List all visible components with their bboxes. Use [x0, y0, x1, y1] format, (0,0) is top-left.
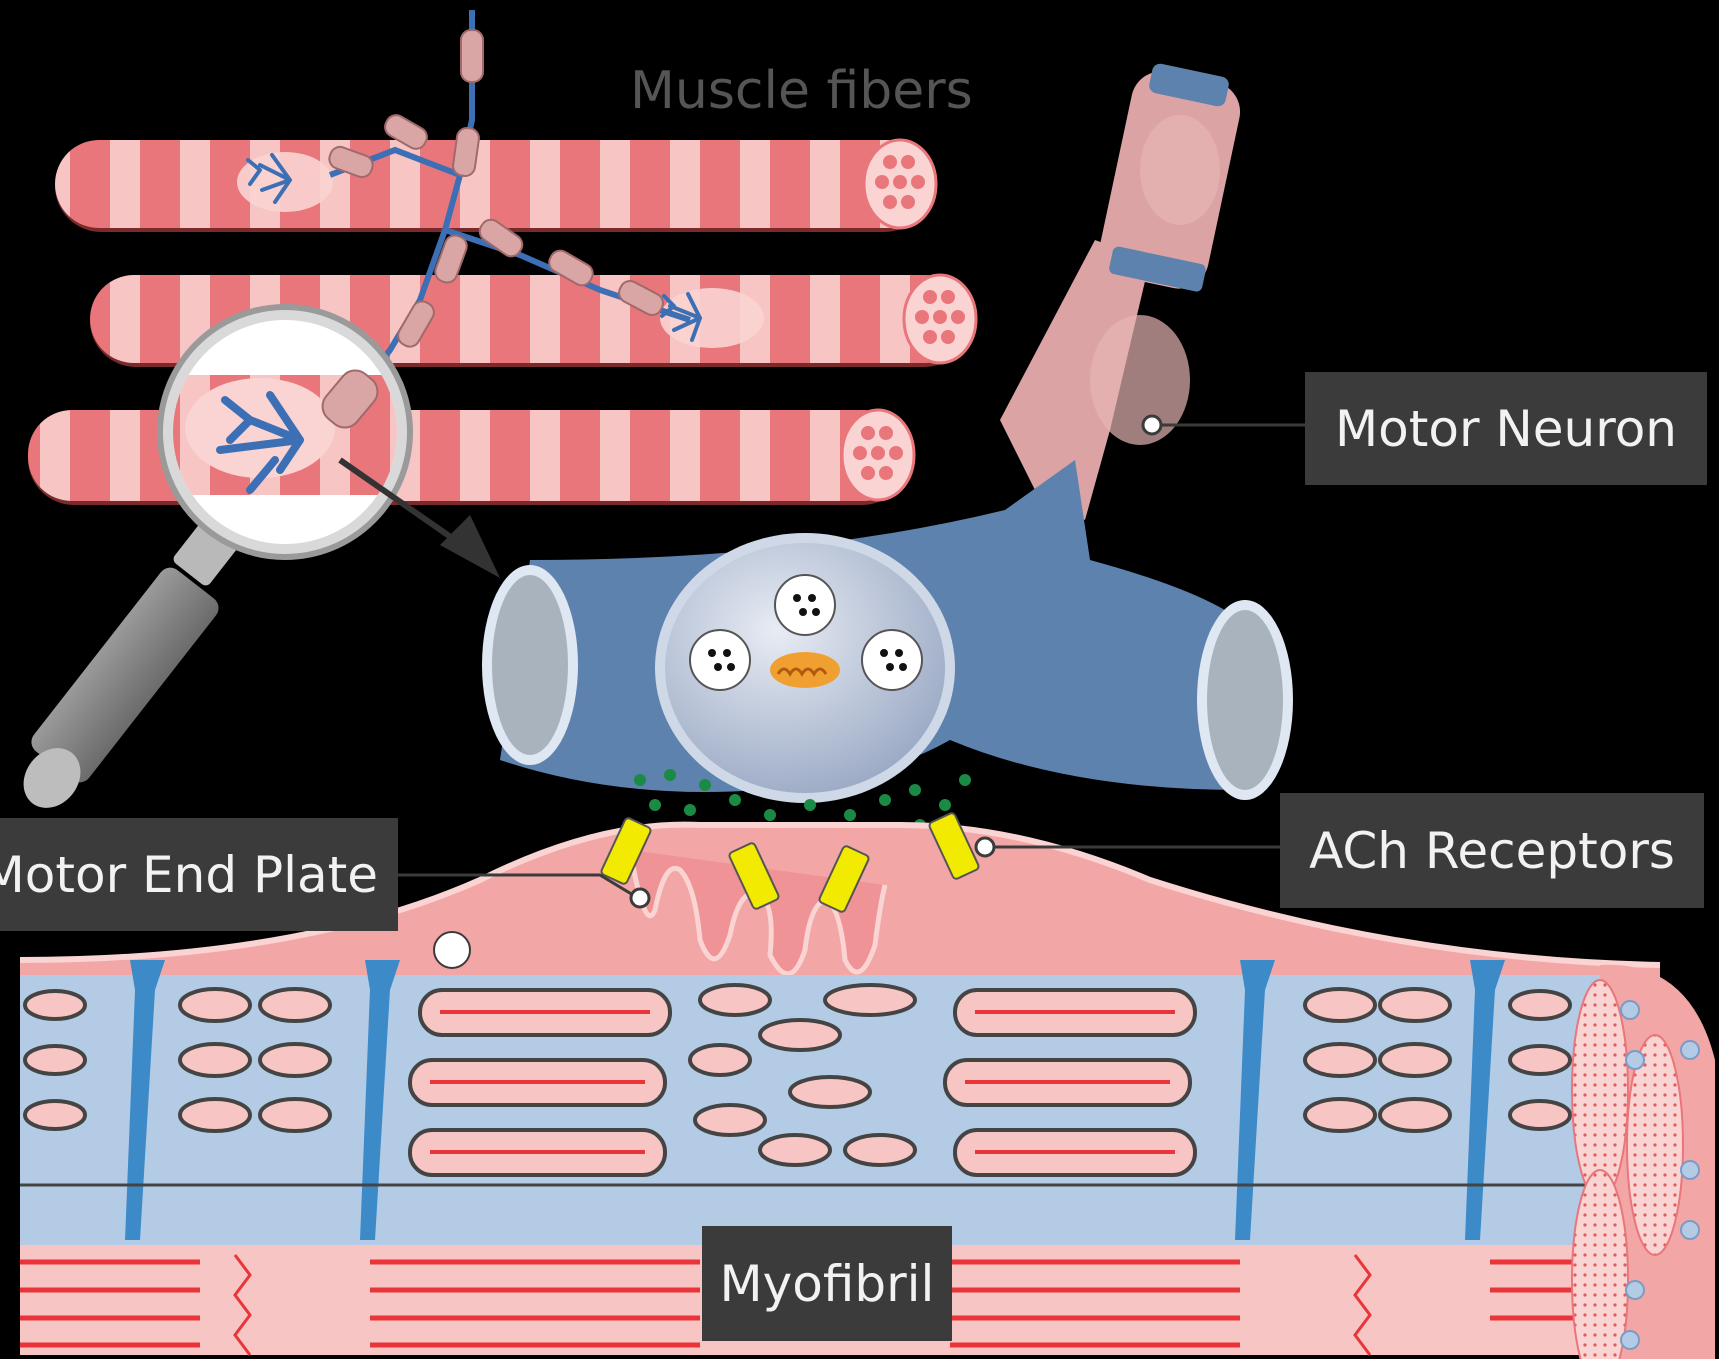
- sarcoplasm-tubules: [20, 960, 1600, 1245]
- motor-end-plate-label-text: Motor End Plate: [0, 850, 398, 900]
- myofibril-label: Myofibril: [702, 1226, 952, 1341]
- motor-neuron-label: Motor Neuron: [1305, 372, 1707, 485]
- ach-receptors-label-text: ACh Receptors: [1309, 826, 1675, 876]
- motor-neuron-axon: [1000, 62, 1246, 520]
- fiber-cross-sections: [1572, 965, 1715, 1359]
- muscle-fibers-label: Muscle fibers: [630, 65, 973, 117]
- muscle-fiber-1: [55, 140, 936, 232]
- motor-end-plate-label: Motor End Plate: [0, 818, 398, 931]
- motor-neuron-label-text: Motor Neuron: [1335, 404, 1677, 454]
- mitochondrion: [770, 652, 840, 688]
- myofibril-label-text: Myofibril: [720, 1259, 935, 1309]
- magnifying-glass-icon: [12, 307, 420, 819]
- ach-receptors-label: ACh Receptors: [1280, 793, 1704, 908]
